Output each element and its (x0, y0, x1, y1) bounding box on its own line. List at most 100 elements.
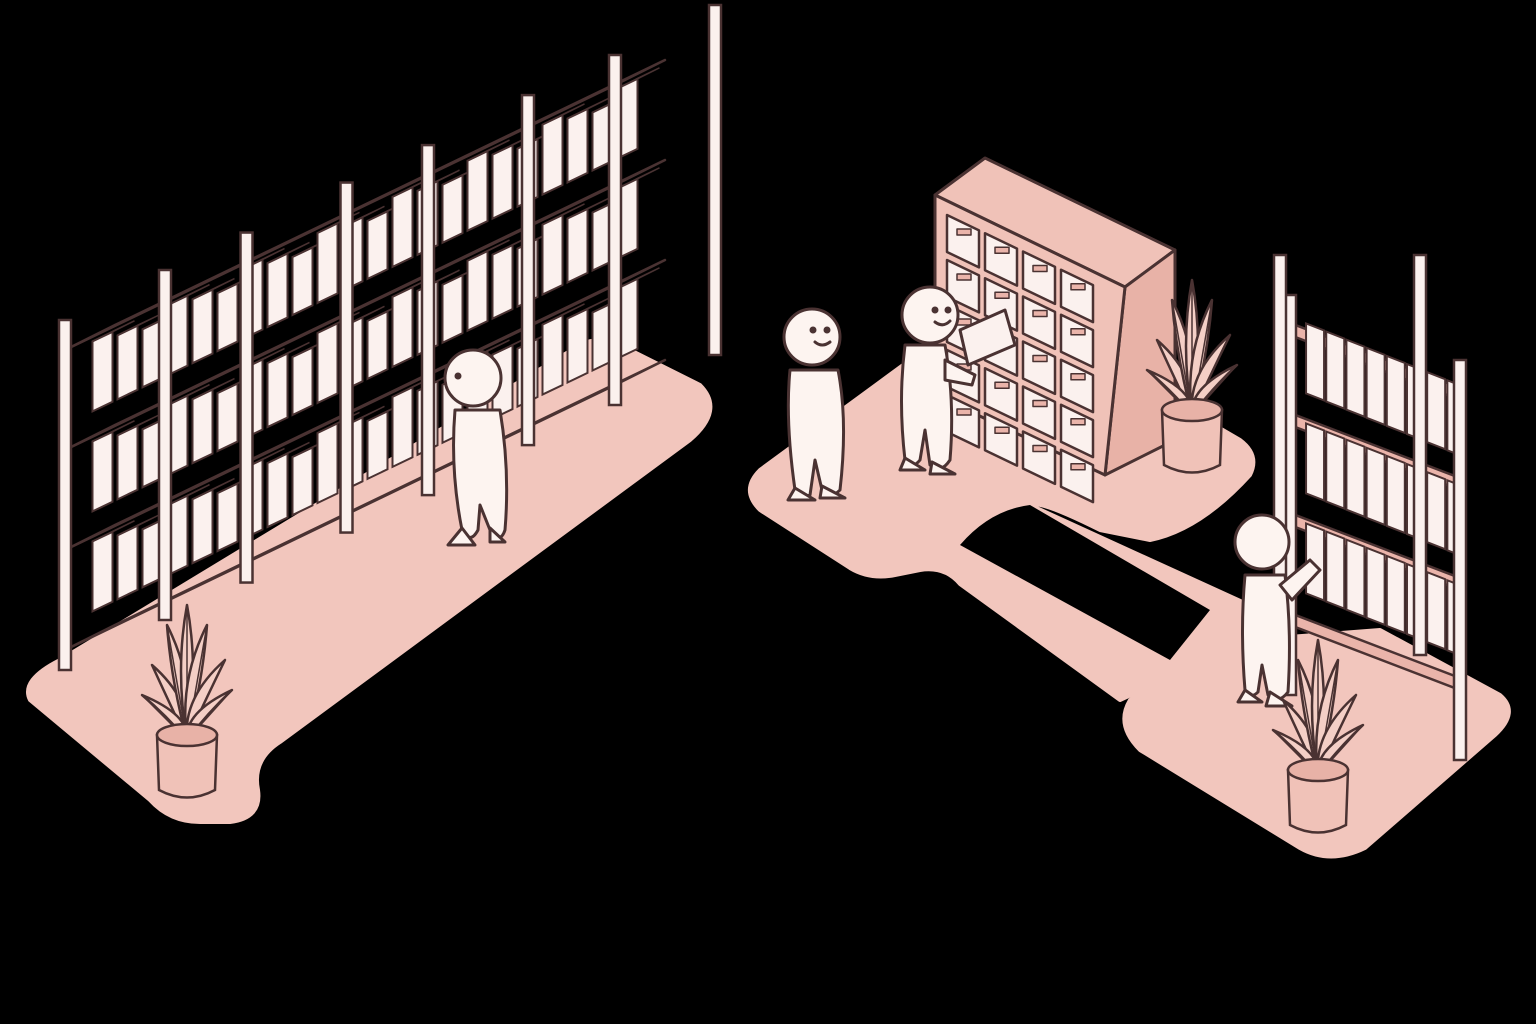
book (541, 213, 564, 297)
book (291, 245, 314, 317)
book (116, 424, 139, 501)
book (441, 173, 464, 245)
shelf-post (239, 231, 254, 584)
book (191, 488, 214, 565)
book (491, 143, 514, 221)
book (391, 185, 414, 269)
book-top (617, 167, 660, 190)
potted-plant-middle (1145, 278, 1239, 474)
book (1365, 546, 1386, 627)
book-top (267, 241, 310, 264)
book (216, 481, 239, 553)
shelf-post-back (707, 3, 723, 357)
book (1385, 454, 1406, 535)
book (391, 285, 414, 369)
book-top (192, 277, 235, 300)
figure-waiting (782, 307, 847, 502)
book (191, 388, 214, 465)
drawer (1021, 295, 1057, 351)
plant-pot (155, 733, 219, 799)
book (1325, 530, 1346, 611)
book (266, 251, 289, 329)
drawer (1021, 250, 1057, 306)
drawer-handle (956, 318, 972, 326)
book-top (617, 67, 660, 90)
book (541, 313, 564, 397)
book (316, 421, 339, 505)
catalog-drawers (945, 213, 1095, 504)
book-top (542, 103, 585, 126)
drawer-handle (1070, 462, 1086, 471)
book (466, 149, 489, 233)
drawer (983, 231, 1019, 287)
drawer-handle (994, 291, 1010, 299)
book (1345, 438, 1366, 519)
book-top (192, 377, 235, 400)
drawer-handle (956, 228, 972, 236)
book (1325, 330, 1346, 411)
book (441, 273, 464, 345)
book-top (542, 303, 585, 326)
drawer-handle (1032, 354, 1048, 363)
book (1305, 421, 1326, 502)
drawer (983, 366, 1019, 422)
book-top (167, 283, 210, 306)
book-top (167, 383, 210, 406)
book (1365, 446, 1386, 527)
drawer-handle (956, 408, 972, 416)
drawer-handle (1032, 309, 1048, 318)
book (91, 530, 114, 613)
book (266, 451, 289, 529)
shelf-post (1412, 253, 1428, 657)
drawer (945, 213, 981, 269)
drawer (1059, 268, 1095, 324)
book (566, 307, 589, 385)
book (1385, 554, 1406, 635)
shelf-post (57, 318, 73, 672)
drawer (1021, 430, 1057, 486)
book (466, 249, 489, 333)
book-top (542, 203, 585, 226)
figure-reaching-shelf (1233, 513, 1322, 708)
book (266, 351, 289, 429)
book-top (467, 139, 510, 162)
book (91, 430, 114, 513)
book (291, 445, 314, 517)
book (566, 207, 589, 285)
book (1426, 370, 1447, 451)
book-top (267, 341, 310, 364)
book (566, 107, 589, 185)
book-top (467, 239, 510, 262)
drawer-handle (994, 381, 1010, 389)
book (91, 330, 114, 413)
book (366, 209, 389, 281)
left-bookshelf (57, 3, 723, 672)
drawer-handle (1070, 282, 1086, 291)
drawer-handle (994, 246, 1010, 254)
drawer (1059, 313, 1095, 369)
book (366, 309, 389, 381)
book (1365, 346, 1386, 427)
shelf-post-back (520, 93, 536, 447)
drawer-handle (994, 426, 1010, 434)
book (216, 381, 239, 453)
shelf-post-back (339, 181, 354, 534)
drawer-handle (1032, 399, 1048, 408)
book-top (192, 477, 235, 500)
book-top (617, 267, 660, 290)
book (291, 345, 314, 417)
potted-plant-left (140, 603, 234, 799)
drawer-handle (1070, 327, 1086, 336)
book (1345, 338, 1366, 419)
card-catalog-cabinet (933, 156, 1177, 504)
drawer-handle (1070, 372, 1086, 381)
book (1385, 354, 1406, 435)
book (316, 321, 339, 405)
shelf-post (607, 53, 623, 407)
figure-using-catalog (898, 285, 1017, 476)
book-top (167, 483, 210, 506)
book (1345, 538, 1366, 619)
drawer (1059, 403, 1095, 459)
drawer-handle (956, 273, 972, 281)
